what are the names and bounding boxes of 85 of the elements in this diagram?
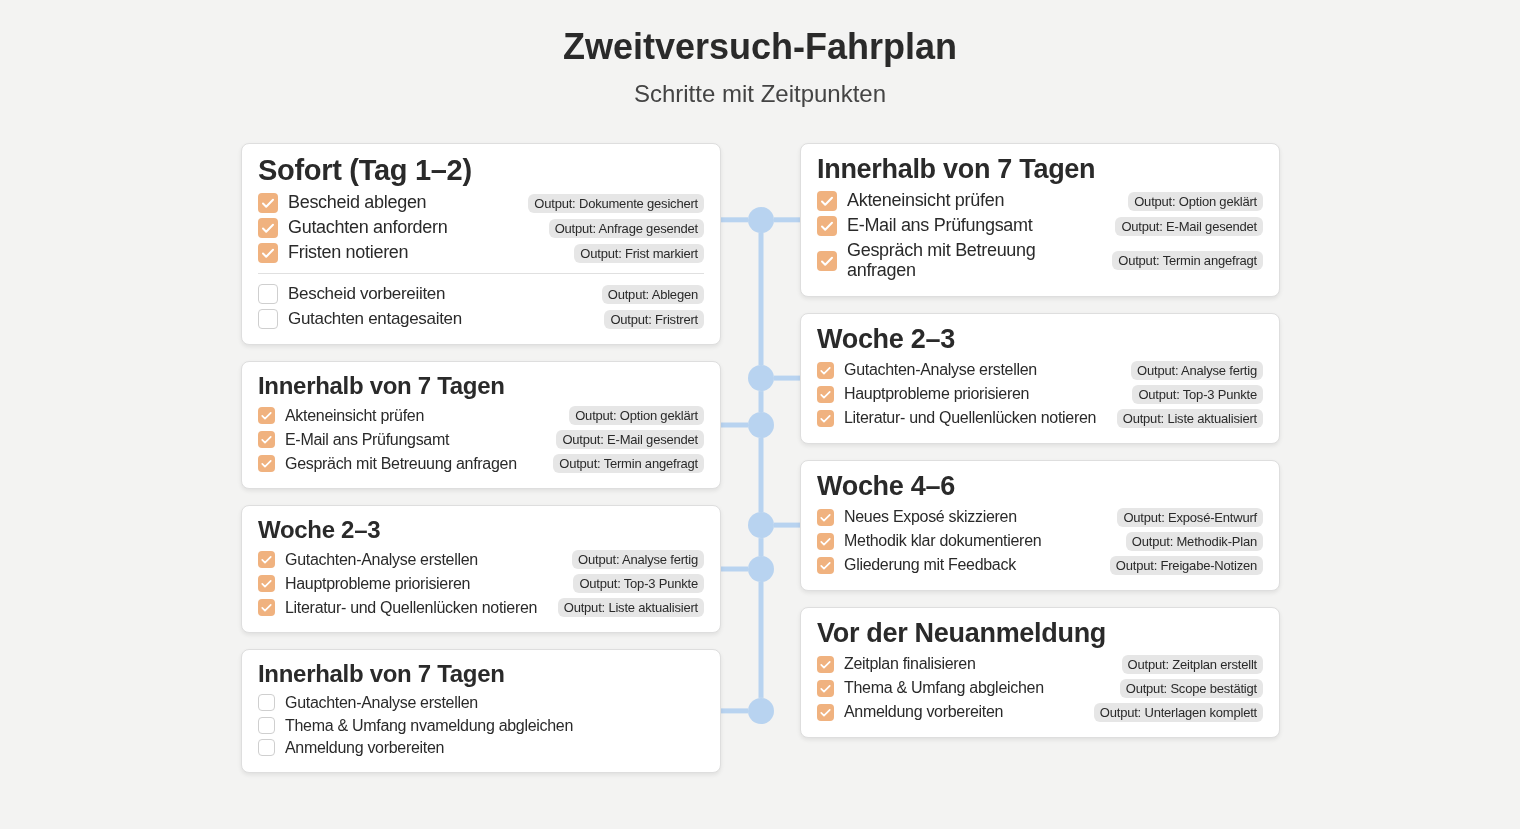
- timeline-dot: [748, 206, 774, 233]
- connector-line: [758, 538, 764, 556]
- connector-line: [721, 217, 748, 223]
- task-text: Gespräch mit Betreuung anfragen: [285, 454, 518, 473]
- timeline-card: [241, 649, 721, 773]
- task-text: Literatur- und Quellenlücken notieren: [844, 409, 1098, 427]
- timeline-dot: [748, 412, 774, 438]
- output-tag: Output: Termin angefragt: [1112, 251, 1263, 271]
- timeline-card: [800, 459, 1280, 591]
- task-text: Gutachten entagesaiten: [288, 309, 463, 329]
- timeline-card: [800, 312, 1280, 444]
- task-text: Literatur- und Quellenlücken notieren: [285, 598, 539, 617]
- task-text: Fristen notieren: [288, 243, 410, 263]
- task-text: Akteneinsicht prüfen: [847, 191, 1006, 211]
- task-text: Gutachten-Analyse erstellen: [285, 550, 479, 569]
- task-text: Bescheid ablegen: [288, 193, 428, 213]
- output-tag: Output: Analyse fertig: [572, 550, 704, 569]
- connector-line: [758, 438, 764, 513]
- connector-line: [721, 708, 748, 714]
- task-text: Gutachten-Analyse erstellen: [285, 694, 479, 712]
- timeline-dot: [748, 512, 774, 539]
- timeline-card: [241, 143, 721, 345]
- output-tag: Output: Scope bestätigt: [1119, 678, 1263, 698]
- output-tag: Output: Dokumente gesichert: [528, 193, 704, 213]
- task-text: Hauptprobleme priorisieren: [285, 574, 472, 593]
- output-tag: Output: Liste aktualisiert: [557, 598, 704, 617]
- task-text: Gliederung mit Feedback: [844, 556, 1017, 574]
- output-tag: Output: Methodik-Plan: [1125, 531, 1263, 551]
- connector-line: [721, 422, 748, 428]
- task-text: Thema & Umfang nvameldung abgleichen: [285, 716, 575, 735]
- page-subtitle: Schritte mit Zeitpunkten: [632, 80, 888, 108]
- timeline-card: [241, 505, 721, 633]
- output-tag: Output: Termin angefragt: [553, 454, 704, 473]
- task-text: Akteneinsicht prüfen: [285, 406, 425, 425]
- page-title: Zweitversuch-Fahrplan: [561, 26, 959, 68]
- task-text: Thema & Umfang abgleichen: [844, 679, 1045, 697]
- task-text: Hauptprobleme priorisieren: [844, 385, 1031, 403]
- output-tag: Output: E-Mail gesendet: [556, 430, 704, 449]
- output-tag: Output: Top-3 Punkte: [1132, 384, 1263, 404]
- output-tag: Output: Option geklärt: [569, 406, 704, 425]
- output-tag: Output: E-Mail gesendet: [1115, 216, 1263, 236]
- output-tag: Output: Freigabe-Notizen: [1109, 555, 1263, 575]
- output-tag: Output: Frist markiert: [574, 243, 704, 263]
- card-title: Innerhalb von 7 Tagen: [258, 660, 506, 688]
- connector-line: [758, 391, 764, 412]
- task-text: Methodik klar dokumentieren: [844, 532, 1043, 550]
- output-tag: Output: Top-3 Punkte: [573, 574, 704, 593]
- connector-line: [721, 566, 748, 572]
- task-text: Anmeldung vorbereiten: [285, 739, 446, 757]
- card-title: Sofort (Tag 1–2): [258, 154, 473, 187]
- connector-line: [758, 582, 764, 698]
- output-tag: Output: Zeitplan erstellt: [1121, 654, 1263, 674]
- task-text: Gutachten anfordern: [288, 218, 449, 238]
- task-text: E-Mail ans Prüfungsamt: [285, 430, 451, 449]
- output-tag: Output: Unterlagen komplett: [1093, 702, 1263, 722]
- card-title: Woche 2–3: [817, 323, 956, 355]
- output-tag: Output: Analyse fertig: [1131, 360, 1263, 380]
- task-text: Anmeldung vorbereiten: [844, 703, 1005, 721]
- timeline-card: [800, 606, 1280, 738]
- output-tag: Output: Anfrage gesendet: [548, 218, 704, 238]
- task-text: Zeitplan finalisieren: [844, 655, 977, 673]
- connector-line: [758, 232, 764, 366]
- card-title: Woche 2–3: [258, 516, 382, 544]
- timeline-card: [241, 361, 721, 489]
- task-text: Neues Exposé skizzieren: [844, 508, 1018, 526]
- output-tag: Output: Ablegen: [601, 284, 704, 304]
- task-text: Gutachten-Analyse erstellen: [844, 361, 1038, 379]
- timeline-dot: [748, 556, 774, 582]
- timeline-card: [800, 143, 1280, 297]
- output-tag: Output: Fristrert: [604, 309, 704, 329]
- timeline-dot: [748, 365, 774, 392]
- output-tag: Output: Option geklärt: [1128, 191, 1263, 211]
- card-title: Woche 4–6: [817, 470, 956, 502]
- output-tag: Output: Exposé-Entwurf: [1117, 507, 1263, 527]
- card-title: Innerhalb von 7 Tagen: [258, 372, 506, 400]
- task-text: Gespräch mit Betreuung anfragen: [847, 241, 1037, 281]
- timeline-dot: [748, 697, 774, 724]
- connector-line: [774, 217, 800, 223]
- connector-line: [774, 522, 800, 528]
- card-title: Vor der Neuanmeldung: [817, 617, 1108, 649]
- task-text: E-Mail ans Prüfungsamt: [847, 216, 1034, 236]
- card-title: Innerhalb von 7 Tagen: [817, 154, 1097, 185]
- connector-line: [774, 375, 800, 381]
- output-tag: Output: Liste aktualisiert: [1116, 408, 1263, 428]
- task-text: Bescheid vorbereiiten: [288, 284, 447, 304]
